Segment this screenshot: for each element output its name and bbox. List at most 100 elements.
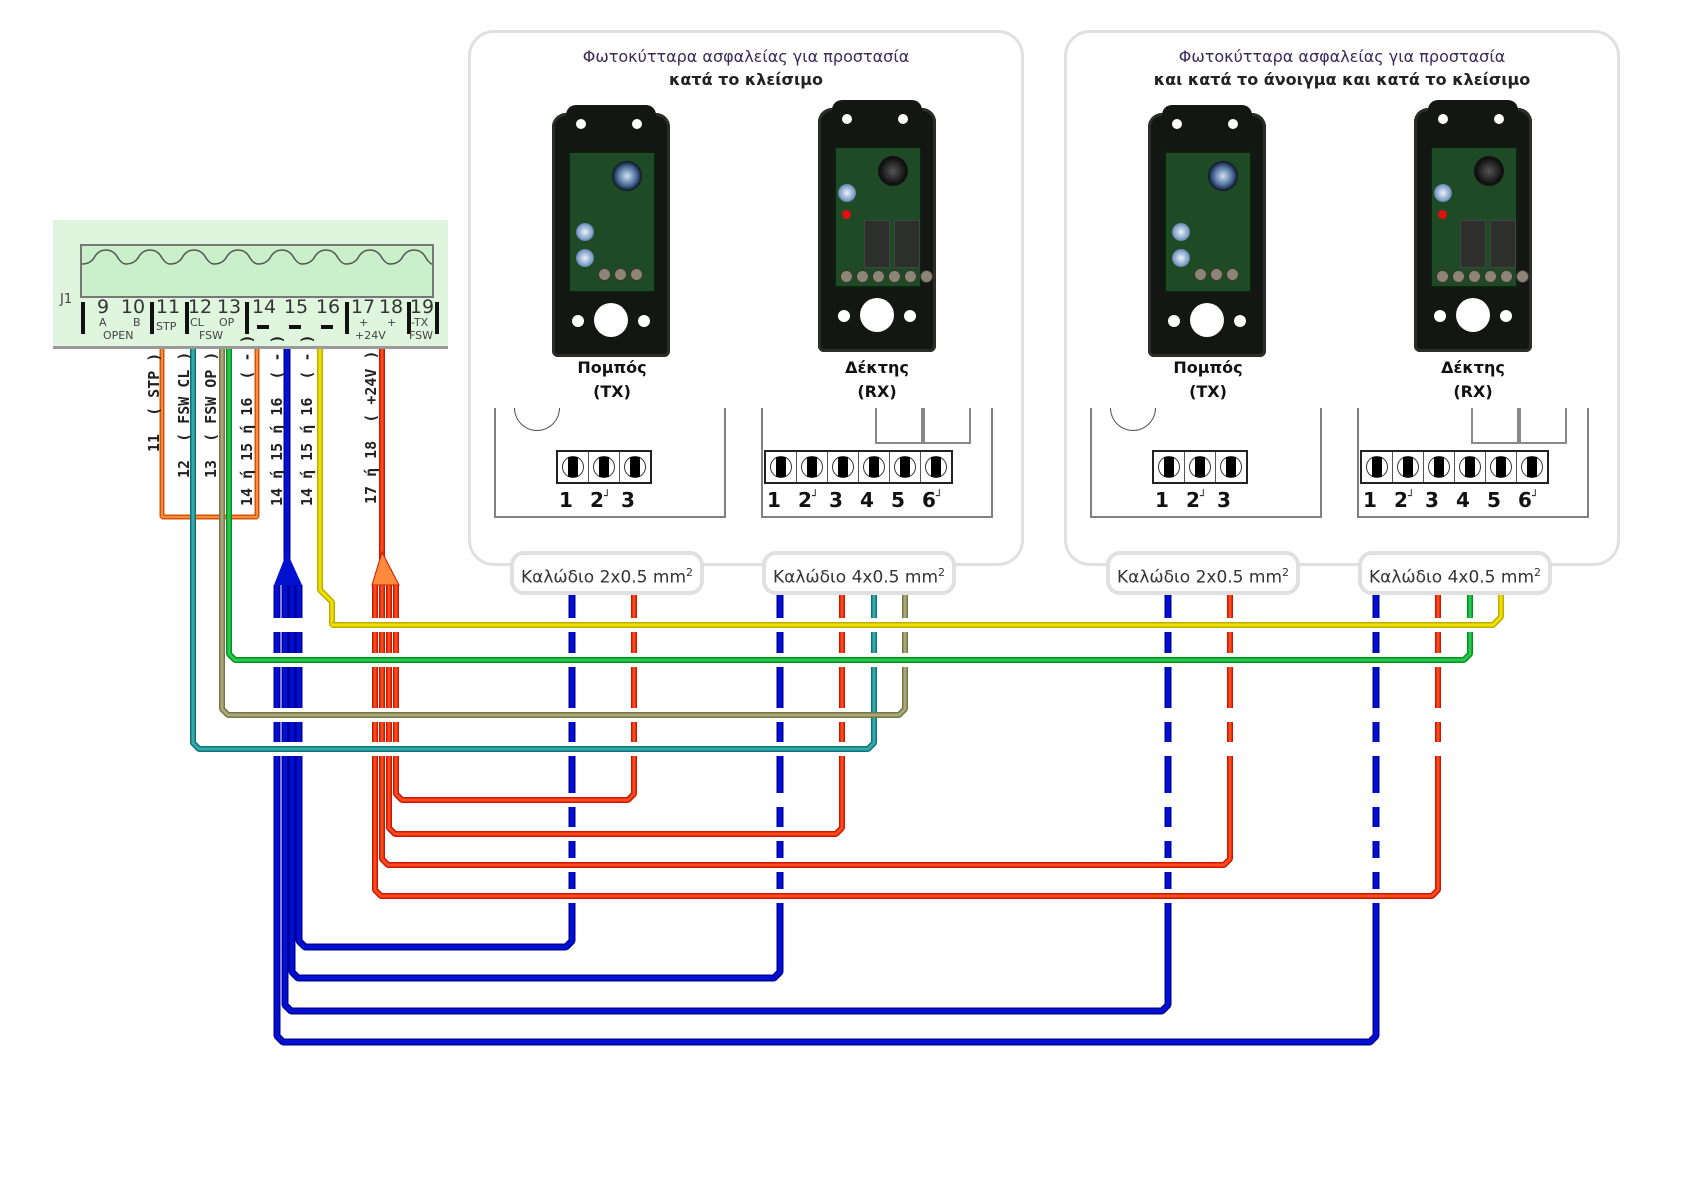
panel-title-line1: Φωτοκύτταρα ασφαλείας για προστασία — [1178, 47, 1506, 66]
terminal-screw — [620, 452, 650, 482]
terminal-screw — [1362, 452, 1393, 482]
lens-icon — [612, 161, 642, 191]
terminal-screw — [766, 452, 797, 482]
terminal-12: 12 — [186, 296, 214, 318]
terminal-separator — [150, 302, 154, 334]
wire-crossing-gap — [1433, 708, 1443, 722]
cable-label-tx: Καλώδιο 2x0.5 mm2 — [1106, 551, 1300, 595]
controller-terminal-block: J1 9 10 11 12 13 14 15 16 17 18 19 A B S… — [53, 220, 448, 349]
wire-crossing-gap — [1371, 793, 1381, 807]
terminal-number: 5 — [891, 488, 905, 512]
wire-crossing-gap — [1371, 827, 1381, 841]
terminal-screw — [1154, 452, 1185, 482]
terminal-number: 1 — [1155, 488, 1169, 512]
terminal-number: 15 — [283, 296, 309, 318]
terminal-screw — [589, 452, 620, 482]
terminal-19: 19 — [409, 296, 435, 318]
connector-label: J1 — [60, 292, 73, 307]
terminal-15: 15 — [282, 296, 310, 318]
terminal-screw — [797, 452, 828, 482]
terminal-number: 2┘ — [1394, 488, 1415, 512]
panel-title-line1: Φωτοκύτταρα ασφαλείας για προστασία — [582, 47, 910, 66]
receiver-label: Δέκτης (RX) — [797, 356, 957, 404]
minus-mark — [257, 325, 269, 329]
terminal-screw — [890, 452, 921, 482]
terminal-sub-a: A — [99, 316, 107, 329]
panel-title: Φωτοκύτταρα ασφαλείας για προστασία κατά… — [471, 45, 1021, 91]
circuit-board — [568, 151, 656, 293]
cable-spec: Καλώδιο 2x0.5 mm — [1116, 567, 1283, 588]
circuit-board — [834, 146, 933, 288]
terminal-number: 18 — [378, 296, 404, 318]
terminal-number: 3 — [1425, 488, 1439, 512]
wire-label-negative: 14 ή 15 ή 16 ( - ) — [298, 334, 316, 506]
terminal-number: 2┘ — [1186, 488, 1207, 512]
terminal-number: 6┘ — [922, 488, 943, 512]
terminal-number: 10 — [120, 296, 146, 318]
terminal-screw — [1517, 452, 1547, 482]
terminal-screw — [558, 452, 589, 482]
led-icon — [1438, 210, 1447, 219]
terminal-number: 2┘ — [798, 488, 819, 512]
terminal-number: 16 — [315, 296, 341, 318]
cable-spec-sup: 2 — [1534, 566, 1542, 579]
receiver-code: (RX) — [1453, 382, 1493, 401]
wire-crossing-gap — [294, 618, 304, 632]
terminal-sub-stp: STP — [156, 320, 177, 333]
terminal-separator — [185, 302, 189, 334]
wire-crossing-gap — [1163, 742, 1173, 756]
minus-mark — [321, 325, 333, 329]
wire-label-fsw-op: 13 ( FSW OP ) — [202, 351, 220, 478]
terminal-screw — [1455, 452, 1486, 482]
terminal-separator — [81, 302, 85, 334]
transmitter-code: (TX) — [593, 382, 631, 401]
terminal-number: 1 — [1363, 488, 1377, 512]
wire-crossing-gap — [1163, 708, 1173, 722]
cable-spec: Καλώδιο 2x0.5 mm — [520, 567, 687, 588]
wire-crossing-gap — [1371, 858, 1381, 872]
tx-terminal-block — [1152, 450, 1248, 484]
lens-icon — [1474, 156, 1504, 186]
terminal-separator — [345, 302, 349, 334]
wire-label-fsw-cl: 12 ( FSW CL ) — [175, 351, 193, 478]
cable-label-tx: Καλώδιο 2x0.5 mm2 — [510, 551, 704, 595]
terminal-strip-scallop — [82, 249, 432, 265]
wire-stp-bridge-core — [161, 282, 258, 518]
terminal-separator — [435, 302, 439, 334]
terminal-number: 19 — [409, 296, 435, 318]
minus-mark — [289, 325, 301, 329]
terminal-18: 18 — [377, 296, 405, 318]
terminal-screw — [828, 452, 859, 482]
terminal-sub-tx: -TX — [411, 316, 429, 329]
rx-terminal-block — [764, 450, 953, 484]
terminal-10: 10 — [119, 296, 147, 318]
wire-blue-3-core — [283, 483, 1170, 1013]
receiver-label: Δέκτης (RX) — [1393, 356, 1553, 404]
terminal-strip — [80, 244, 434, 298]
terminal-14: 14 — [250, 298, 278, 317]
relay-outline — [875, 408, 923, 444]
wire-crossing-gap — [1163, 827, 1173, 841]
terminal-16: 16 — [314, 296, 342, 318]
wire-crossing-gap — [1371, 742, 1381, 756]
transmitter-name: Πομπός — [577, 358, 647, 377]
circuit-board — [1430, 146, 1529, 288]
cable-spec-sup: 2 — [938, 566, 946, 579]
terminal-number: 1 — [559, 488, 573, 512]
wire-label-24v: 17 ή 18 ( +24V ) — [362, 350, 380, 504]
wire-label-negative: 14 ή 15 ή 16 ( - ) — [238, 334, 256, 506]
transmitter-label: Πομπός (TX) — [532, 356, 692, 404]
transmitter-name: Πομπός — [1173, 358, 1243, 377]
receiver-photo — [818, 100, 936, 352]
wire-crossing-gap — [775, 793, 785, 807]
wire-crossing-gap — [280, 618, 290, 632]
terminal-9: 9 — [91, 298, 115, 317]
terminal-screw — [859, 452, 890, 482]
terminal-number: 11 — [155, 296, 181, 318]
wire-blue-4-core — [275, 483, 1378, 1044]
wire-crossing-gap — [1371, 708, 1381, 722]
terminal-number: 17 — [350, 296, 376, 318]
group-label-fsw: FSW — [199, 329, 223, 342]
terminal-number: 12 — [187, 296, 213, 318]
